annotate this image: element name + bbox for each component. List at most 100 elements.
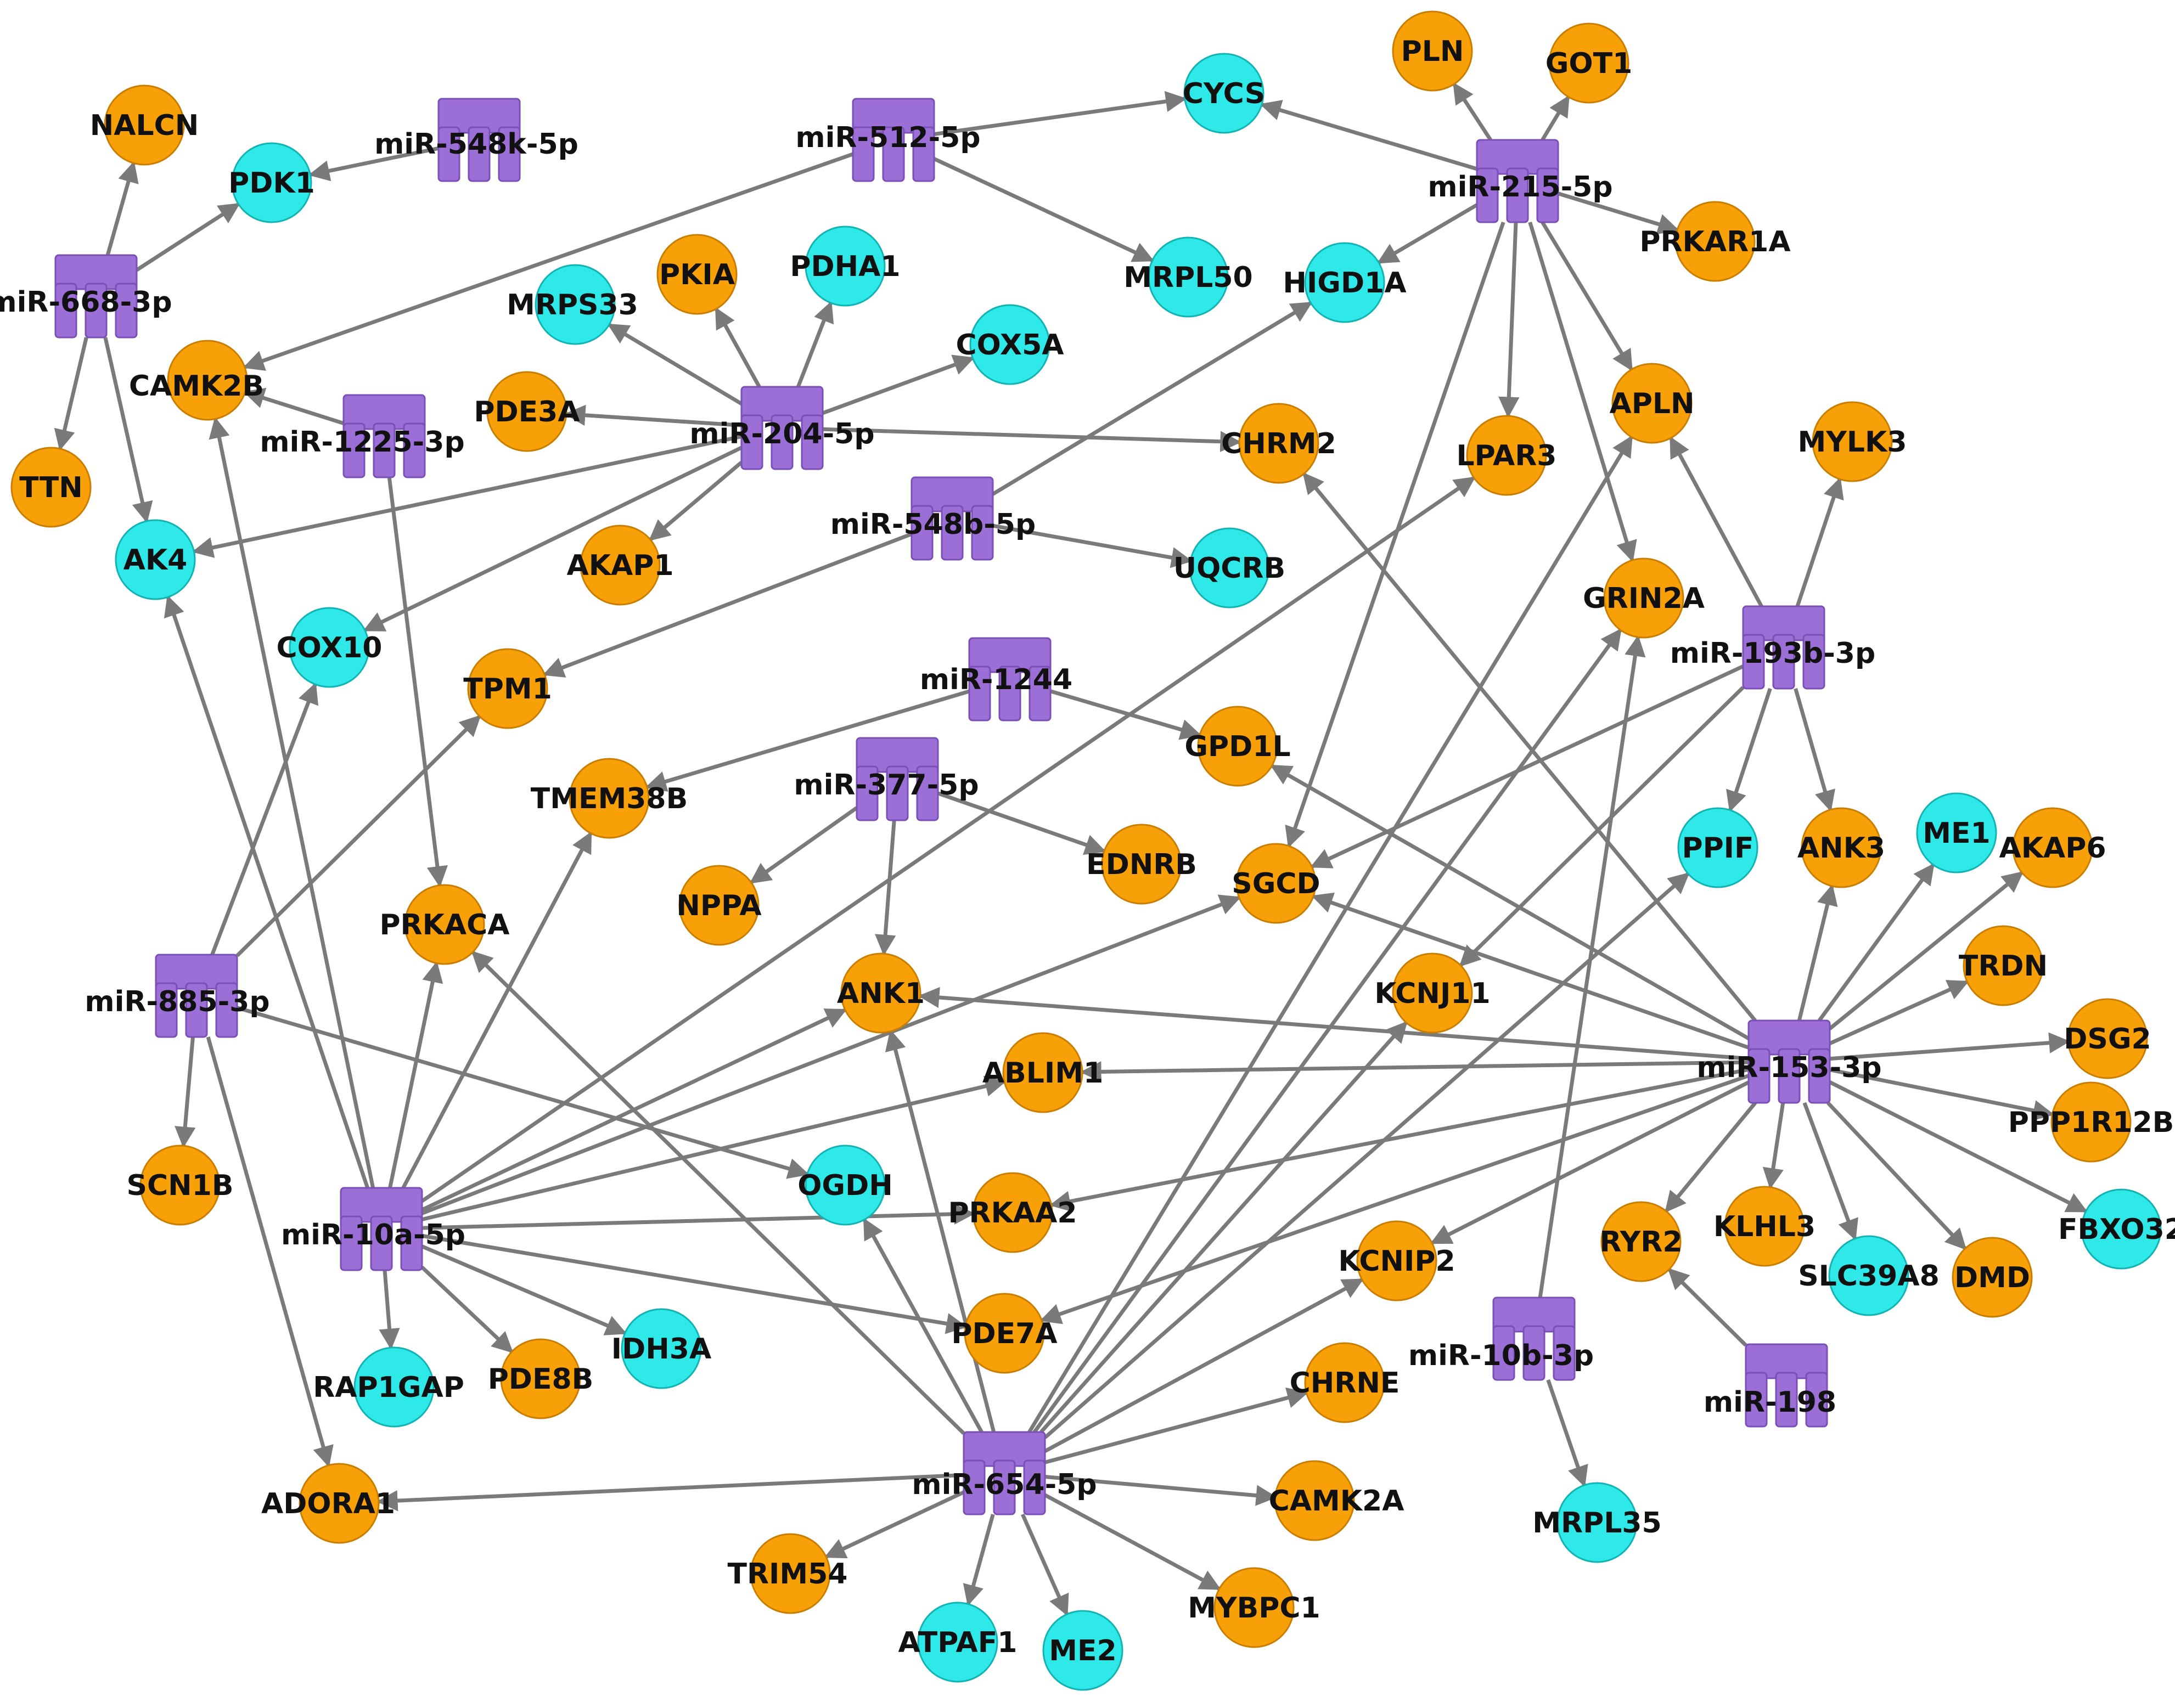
edge-mir-668-3p-to-pdk1 [136,202,240,272]
gene-node-ak4[interactable] [115,519,196,600]
gene-node-cox10[interactable] [289,607,370,688]
gene-node-dsg2[interactable] [2067,998,2148,1079]
gene-node-got1[interactable] [1548,22,1629,104]
gene-node-rap1gap[interactable] [353,1346,435,1428]
mirna-node-mir-10b-3p[interactable] [1492,1296,1576,1381]
node-label-mir-215-5p: miR-215-5p [1427,171,1612,204]
gene-node-mrps33[interactable] [535,264,616,345]
gene-node-prkar1a[interactable] [1674,201,1756,282]
gene-node-lpar3[interactable] [1466,415,1547,496]
mirna-node-mir-215-5p[interactable] [1476,139,1559,223]
edge-mir-204-5p-to-chrm2 [822,427,1241,452]
gene-node-trim54[interactable] [750,1533,831,1614]
gene-node-cycs[interactable] [1183,53,1264,134]
gene-node-ttn[interactable] [10,447,92,528]
node-label-mir-377-5p: miR-377-5p [794,769,979,802]
gene-node-mybpc1[interactable] [1213,1567,1295,1648]
gene-node-apln[interactable] [1611,363,1693,444]
gene-node-mrpl50[interactable] [1148,236,1229,318]
gene-node-fbxo32[interactable] [2081,1188,2162,1270]
gene-node-ogdh[interactable] [805,1145,886,1226]
gene-node-grin2a[interactable] [1603,557,1684,639]
gene-node-mrpl35[interactable] [1556,1482,1638,1563]
mirna-node-mir-512-5p[interactable] [852,98,935,182]
node-label-pkia: PKIA [659,258,735,291]
gene-node-idh3a[interactable] [621,1308,702,1389]
edge-mir-377-5p-to-ednrb [937,791,1106,855]
mirna-node-mir-377-5p[interactable] [856,737,939,821]
gene-node-uqcrb[interactable] [1189,527,1270,608]
gene-node-me1[interactable] [1916,792,1997,873]
gene-node-ppp1r12b[interactable] [2050,1081,2132,1163]
gene-node-scn1b[interactable] [139,1145,221,1226]
gene-node-ppif[interactable] [1677,807,1758,888]
gene-node-tmem38b[interactable] [569,758,650,839]
edge-mir-1244-to-tmem38b [645,689,970,792]
edge-mir-153-3p-to-ryr2 [1665,1101,1757,1213]
gene-node-ank1[interactable] [840,952,921,1034]
gene-node-dmd[interactable] [1952,1237,2033,1318]
gene-node-ank3[interactable] [1801,807,1882,888]
gene-node-slc39a8[interactable] [1828,1235,1909,1316]
gene-node-ryr2[interactable] [1600,1201,1682,1282]
gene-node-nppa[interactable] [678,865,760,946]
gene-node-pdk1[interactable] [231,142,312,223]
gene-node-me2[interactable] [1042,1610,1123,1691]
gene-node-prkaca[interactable] [404,884,485,965]
gene-node-kcnip2[interactable] [1356,1220,1437,1301]
node-label-ppif: PPIF [1682,832,1754,865]
gene-node-ednrb[interactable] [1101,824,1182,905]
mirna-node-mir-1244[interactable] [968,637,1052,721]
gene-node-akap1[interactable] [580,525,661,606]
mirna-node-mir-885-3p[interactable] [155,954,238,1038]
mirna-node-mir-198[interactable] [1745,1343,1828,1428]
gene-node-trdn[interactable] [1963,925,2044,1006]
gene-node-mylk3[interactable] [1812,401,1893,482]
gene-node-adora1[interactable] [299,1463,380,1544]
node-label-pdk1: PDK1 [228,167,315,200]
gene-node-camk2a[interactable] [1274,1460,1355,1541]
node-label-ttn: TTN [19,471,83,504]
mirna-node-mir-193b-3p[interactable] [1742,605,1825,690]
gene-node-gpd1l[interactable] [1197,706,1278,787]
mirna-node-mir-204-5p[interactable] [740,386,824,470]
gene-node-pde8b[interactable] [500,1338,581,1419]
gene-node-higd1a[interactable] [1304,242,1385,323]
gene-node-camk2b[interactable] [167,340,248,421]
mirna-node-mir-654-5p[interactable] [963,1431,1046,1515]
gene-node-chrm2[interactable] [1238,403,1319,484]
gene-node-pde7a[interactable] [964,1293,1045,1374]
mirna-node-mir-548b-5p[interactable] [911,476,994,561]
edge-mir-153-3p-to-ppp1r12b [1829,1068,2055,1121]
gene-node-akap6[interactable] [2012,807,2093,888]
gene-node-pkia[interactable] [656,234,738,315]
edge-mir-654-5p-to-ogdh [862,1217,983,1433]
gene-node-prkaa2[interactable] [972,1172,1053,1253]
gene-node-pde3a[interactable] [486,371,567,452]
gene-node-ablim1[interactable] [1002,1032,1083,1113]
mirna-node-mir-668-3p[interactable] [54,254,138,339]
gene-node-sgcd[interactable] [1235,843,1317,924]
edge-mir-885-3p-to-scn1b [175,1036,196,1148]
gene-node-chrne[interactable] [1304,1342,1385,1423]
gene-node-pdha1[interactable] [805,226,886,307]
edge-mir-377-5p-to-ank1 [874,820,896,956]
gene-node-tpm1[interactable] [467,648,548,729]
gene-node-atpaf1[interactable] [917,1602,998,1683]
mirna-node-mir-153-3p[interactable] [1747,1019,1831,1104]
node-label-tpm1: TPM1 [463,673,552,706]
node-label-me2: ME2 [1049,1634,1116,1667]
node-label-mir-10b-3p: miR-10b-3p [1408,1339,1594,1372]
edge-mir-215-5p-to-higd1a [1376,203,1478,264]
mirna-node-mir-1225-3p[interactable] [342,394,426,478]
gene-node-kcnj11[interactable] [1392,952,1473,1034]
gene-node-nalcn[interactable] [104,84,185,166]
gene-node-klhl3[interactable] [1724,1186,1805,1267]
gene-node-pln[interactable] [1392,10,1473,92]
node-label-rap1gap: RAP1GAP [313,1371,464,1404]
node-label-mir-10a-5p: miR-10a-5p [281,1219,465,1252]
gene-node-cox5a[interactable] [969,304,1050,385]
mirna-node-mir-10a-5p[interactable] [340,1187,423,1271]
mirna-node-mir-548k-5p[interactable] [437,98,521,182]
